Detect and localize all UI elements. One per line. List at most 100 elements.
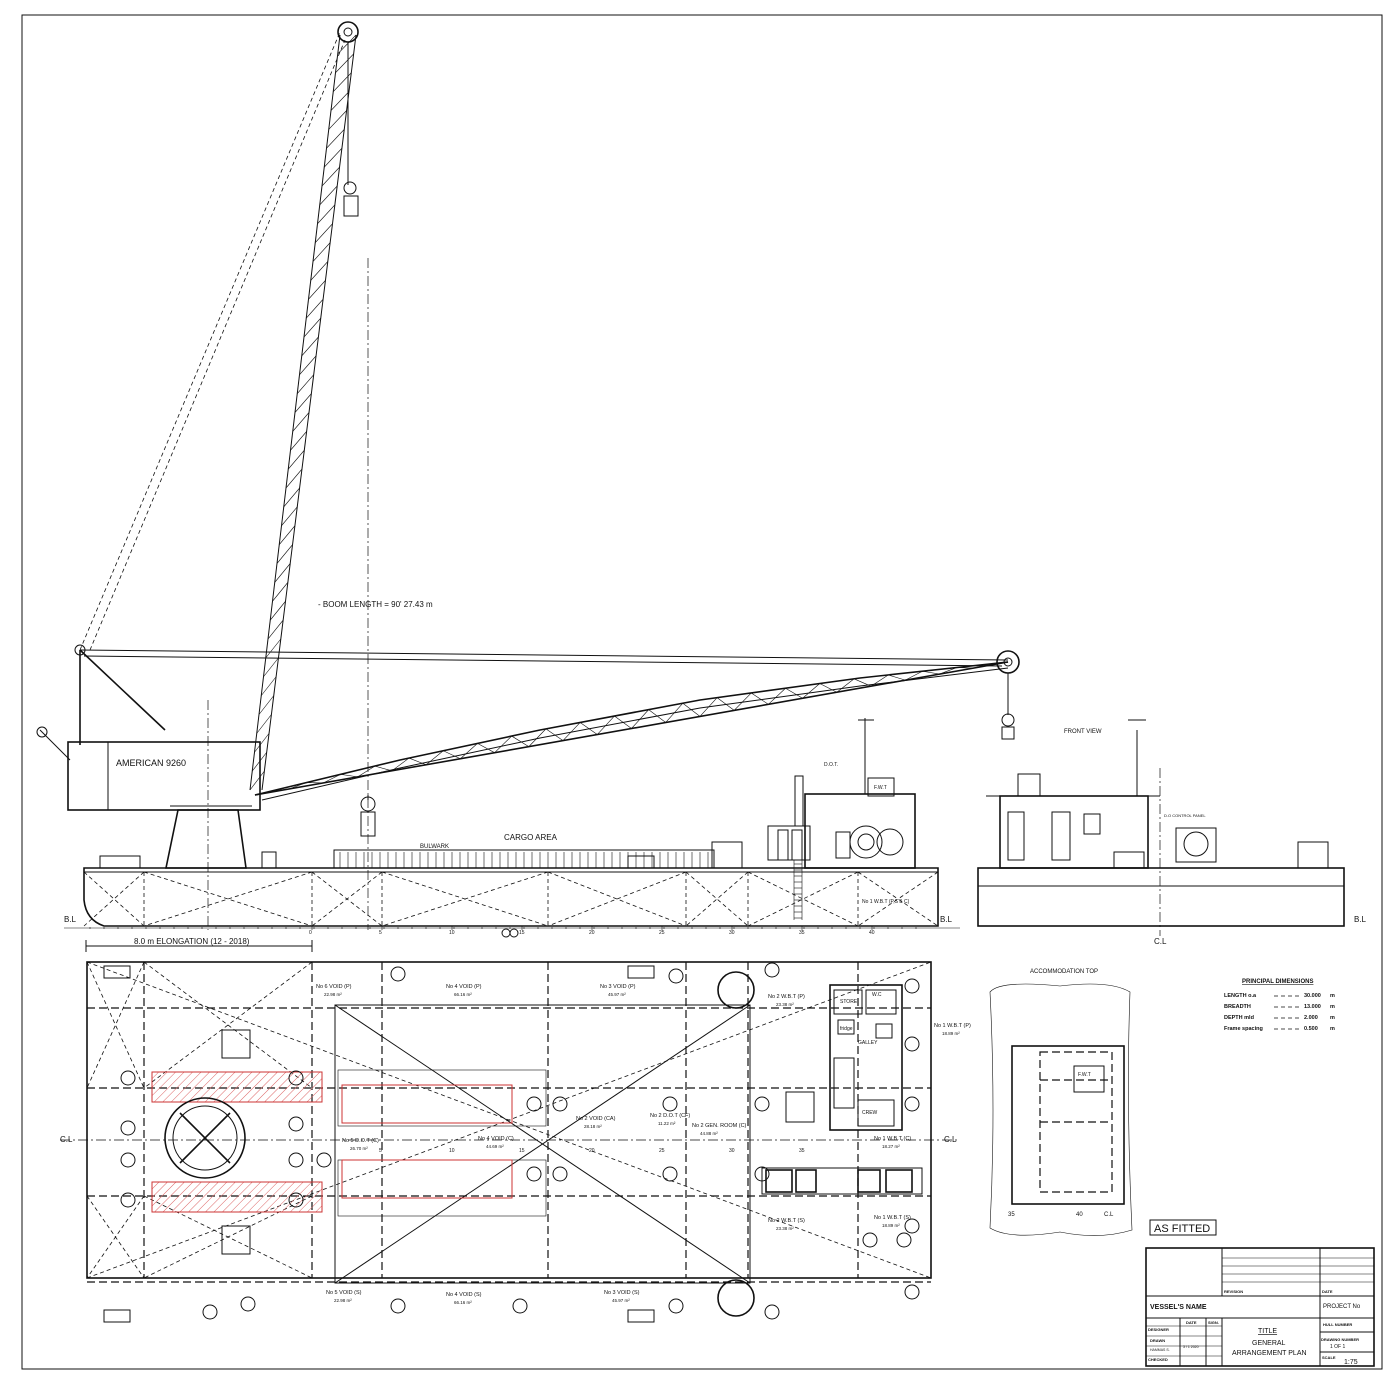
acc-tick-40: 40 (1076, 1212, 1083, 1218)
compartment-name: No 3 VOID (S) (604, 1290, 640, 1296)
dot-profile-label: D.O.T. (824, 762, 838, 768)
compartment-area: 22.98 m² (324, 992, 342, 997)
tb-date-col: DATE (1186, 1320, 1197, 1325)
compartment-area: 45.97 m² (612, 1298, 630, 1303)
pd-label: LENGTH o.a (1224, 993, 1257, 999)
tb-title-line1: GENERAL (1252, 1340, 1286, 1347)
plan-frame-tick: 35 (799, 1148, 805, 1154)
acc-fwt: F.W.T (1078, 1072, 1091, 1078)
pd-unit: m (1330, 1026, 1335, 1032)
plan-cl-left: C.L (60, 1135, 73, 1144)
compartment-area: 26.70 m² (350, 1146, 368, 1151)
plan-frame-tick: 15 (519, 1148, 525, 1154)
crane-house (67, 741, 261, 811)
pd-unit: m (1330, 993, 1335, 999)
crane-pedestal-plan (164, 1097, 246, 1179)
pd-value: 2.000 (1304, 1015, 1318, 1021)
crane-model-label: AMERICAN 9260 (116, 758, 186, 768)
winches-plan (761, 1167, 923, 1195)
compartment-name: No 2 GEN. ROOM (C) (692, 1123, 747, 1129)
compartment-area: 23.38 m² (776, 1226, 794, 1231)
profile-frame-tick: 20 (589, 930, 595, 936)
compartment-name: No 1 W.B.T (S) (874, 1215, 911, 1221)
horizontal-boom (254, 650, 1020, 837)
compartment-area: 44.88 m² (700, 1131, 718, 1136)
compartment-area: 66.16 m² (454, 1300, 472, 1305)
compartment-name: No 3 VOID (P) (600, 984, 636, 990)
tb-project-no: PROJECT No (1323, 1304, 1361, 1310)
compartment-area: 18.89 m² (882, 1223, 900, 1228)
front-hull (977, 867, 1345, 927)
compartment-area: 23.38 m² (776, 1002, 794, 1007)
compartment-name: No 4 VOID (P) (446, 984, 482, 990)
compartment-name: No 2 W.B.T (S) (768, 1218, 805, 1224)
winches-profile (767, 825, 904, 861)
plan-cl-right: C.L (944, 1135, 957, 1144)
plan-frame-tick: 5 (379, 1148, 382, 1154)
compartment-name: No 5 D.O.T (C) (342, 1138, 379, 1144)
profile-frame-tick: 5 (379, 930, 382, 936)
tb-drawn-by: HAMMAS S. (1150, 1348, 1170, 1352)
tb-checked: CHECKED (1148, 1357, 1168, 1362)
pd-value: 0.500 (1304, 1026, 1318, 1032)
elongation-label: 8.0 m ELONGATION (12 - 2018) (134, 937, 250, 946)
crane: AMERICAN 9260 - BOOM LENGTH = 90' 27.43 … (36, 21, 1020, 930)
tb-hull-number: HULL NUMBER (1323, 1322, 1352, 1327)
compartment-name: No 1 W.B.T (P) (934, 1023, 971, 1029)
front-view-title: FRONT VIEW (1064, 729, 1102, 735)
compartment-name: No 4 VOID (C) (478, 1136, 514, 1142)
compartment-area: 18.27 m² (882, 1144, 900, 1149)
room-wc: W.C (872, 992, 882, 998)
baseline-label-left: B.L (64, 915, 77, 924)
room-fridge: fridge (840, 1026, 853, 1032)
baseline-label-right: B.L (940, 915, 953, 924)
main-hook-icon (1001, 713, 1015, 727)
tb-vessel-name: VESSEL'S NAME (1150, 1304, 1207, 1311)
bulwark-label: BULWARK (420, 844, 449, 850)
tb-sign-col: SIGN. (1208, 1320, 1219, 1325)
hook-block-icon (343, 181, 357, 195)
room-store: STORE (840, 999, 858, 1005)
compartment-area: 11.22 m² (658, 1121, 676, 1126)
boom-tip-sheave-icon (337, 21, 359, 43)
fwt-profile-label: F.W.T (874, 785, 887, 791)
pd-label: BREADTH (1224, 1004, 1251, 1010)
winch-drum-icon (1183, 831, 1209, 857)
cargo-area-plan (334, 1004, 751, 1284)
sheet-border (21, 14, 1383, 1370)
wbt-profile-label: No 1 W.B.T (P,S & C) (862, 899, 910, 905)
boom-length-label: - BOOM LENGTH = 90' 27.43 m (318, 600, 433, 609)
deckhouse-profile (804, 793, 916, 869)
front-baseline-label: B.L (1354, 915, 1367, 924)
room-galley: GALLEY (858, 1040, 878, 1046)
profile-view: BULWARK CARGO AREA F.W.T D.O.T. No 1 W.B… (64, 718, 960, 952)
tb-designer: DESIGNER (1148, 1327, 1169, 1332)
pd-label: DEPTH mld (1224, 1015, 1254, 1021)
profile-frame-tick: 30 (729, 930, 735, 936)
pd-label: Frame spacing (1224, 1026, 1263, 1032)
cargo-area-label: CARGO AREA (504, 833, 558, 842)
hull-outline (83, 867, 939, 927)
compartment-area: 28.18 m² (584, 1124, 602, 1129)
compartment-name: No 1 W.B.T (C) (874, 1136, 911, 1142)
front-deckhouse (999, 795, 1149, 869)
room-crew: CREW (862, 1110, 878, 1116)
compartment-name: No 5 VOID (S) (326, 1290, 362, 1296)
tb-title-head: TITLE (1258, 1328, 1277, 1335)
compartment-area: 18.89 m² (942, 1031, 960, 1036)
plan-frame-tick: 20 (589, 1148, 595, 1154)
profile-frame-tick: 10 (449, 930, 455, 936)
tb-title-line2: ARRANGEMENT PLAN (1232, 1350, 1307, 1357)
accommodation-top: ACCOMMODATION TOP F.W.T 35 40 C.L (989, 969, 1133, 1236)
title-block: REVISION DATE VESSEL'S NAME PROJECT No H… (1145, 1247, 1375, 1367)
tb-scale: 1:75 (1344, 1359, 1358, 1366)
tb-drawn: DRAWN (1150, 1338, 1165, 1343)
tb-drawing-number: 1 OF 1 (1330, 1344, 1346, 1350)
compartment-name: No 4 VOID (S) (446, 1292, 482, 1298)
acc-tick-35: 35 (1008, 1212, 1015, 1218)
tb-drawing-number-head: DRAWING NUMBER (1321, 1337, 1359, 1342)
plan-view: C.L C.L (60, 961, 971, 1323)
compartment-name: No 2 VOID (CA) (576, 1116, 616, 1122)
compartment-name: No 2 D.O.T (CF) (650, 1113, 690, 1119)
